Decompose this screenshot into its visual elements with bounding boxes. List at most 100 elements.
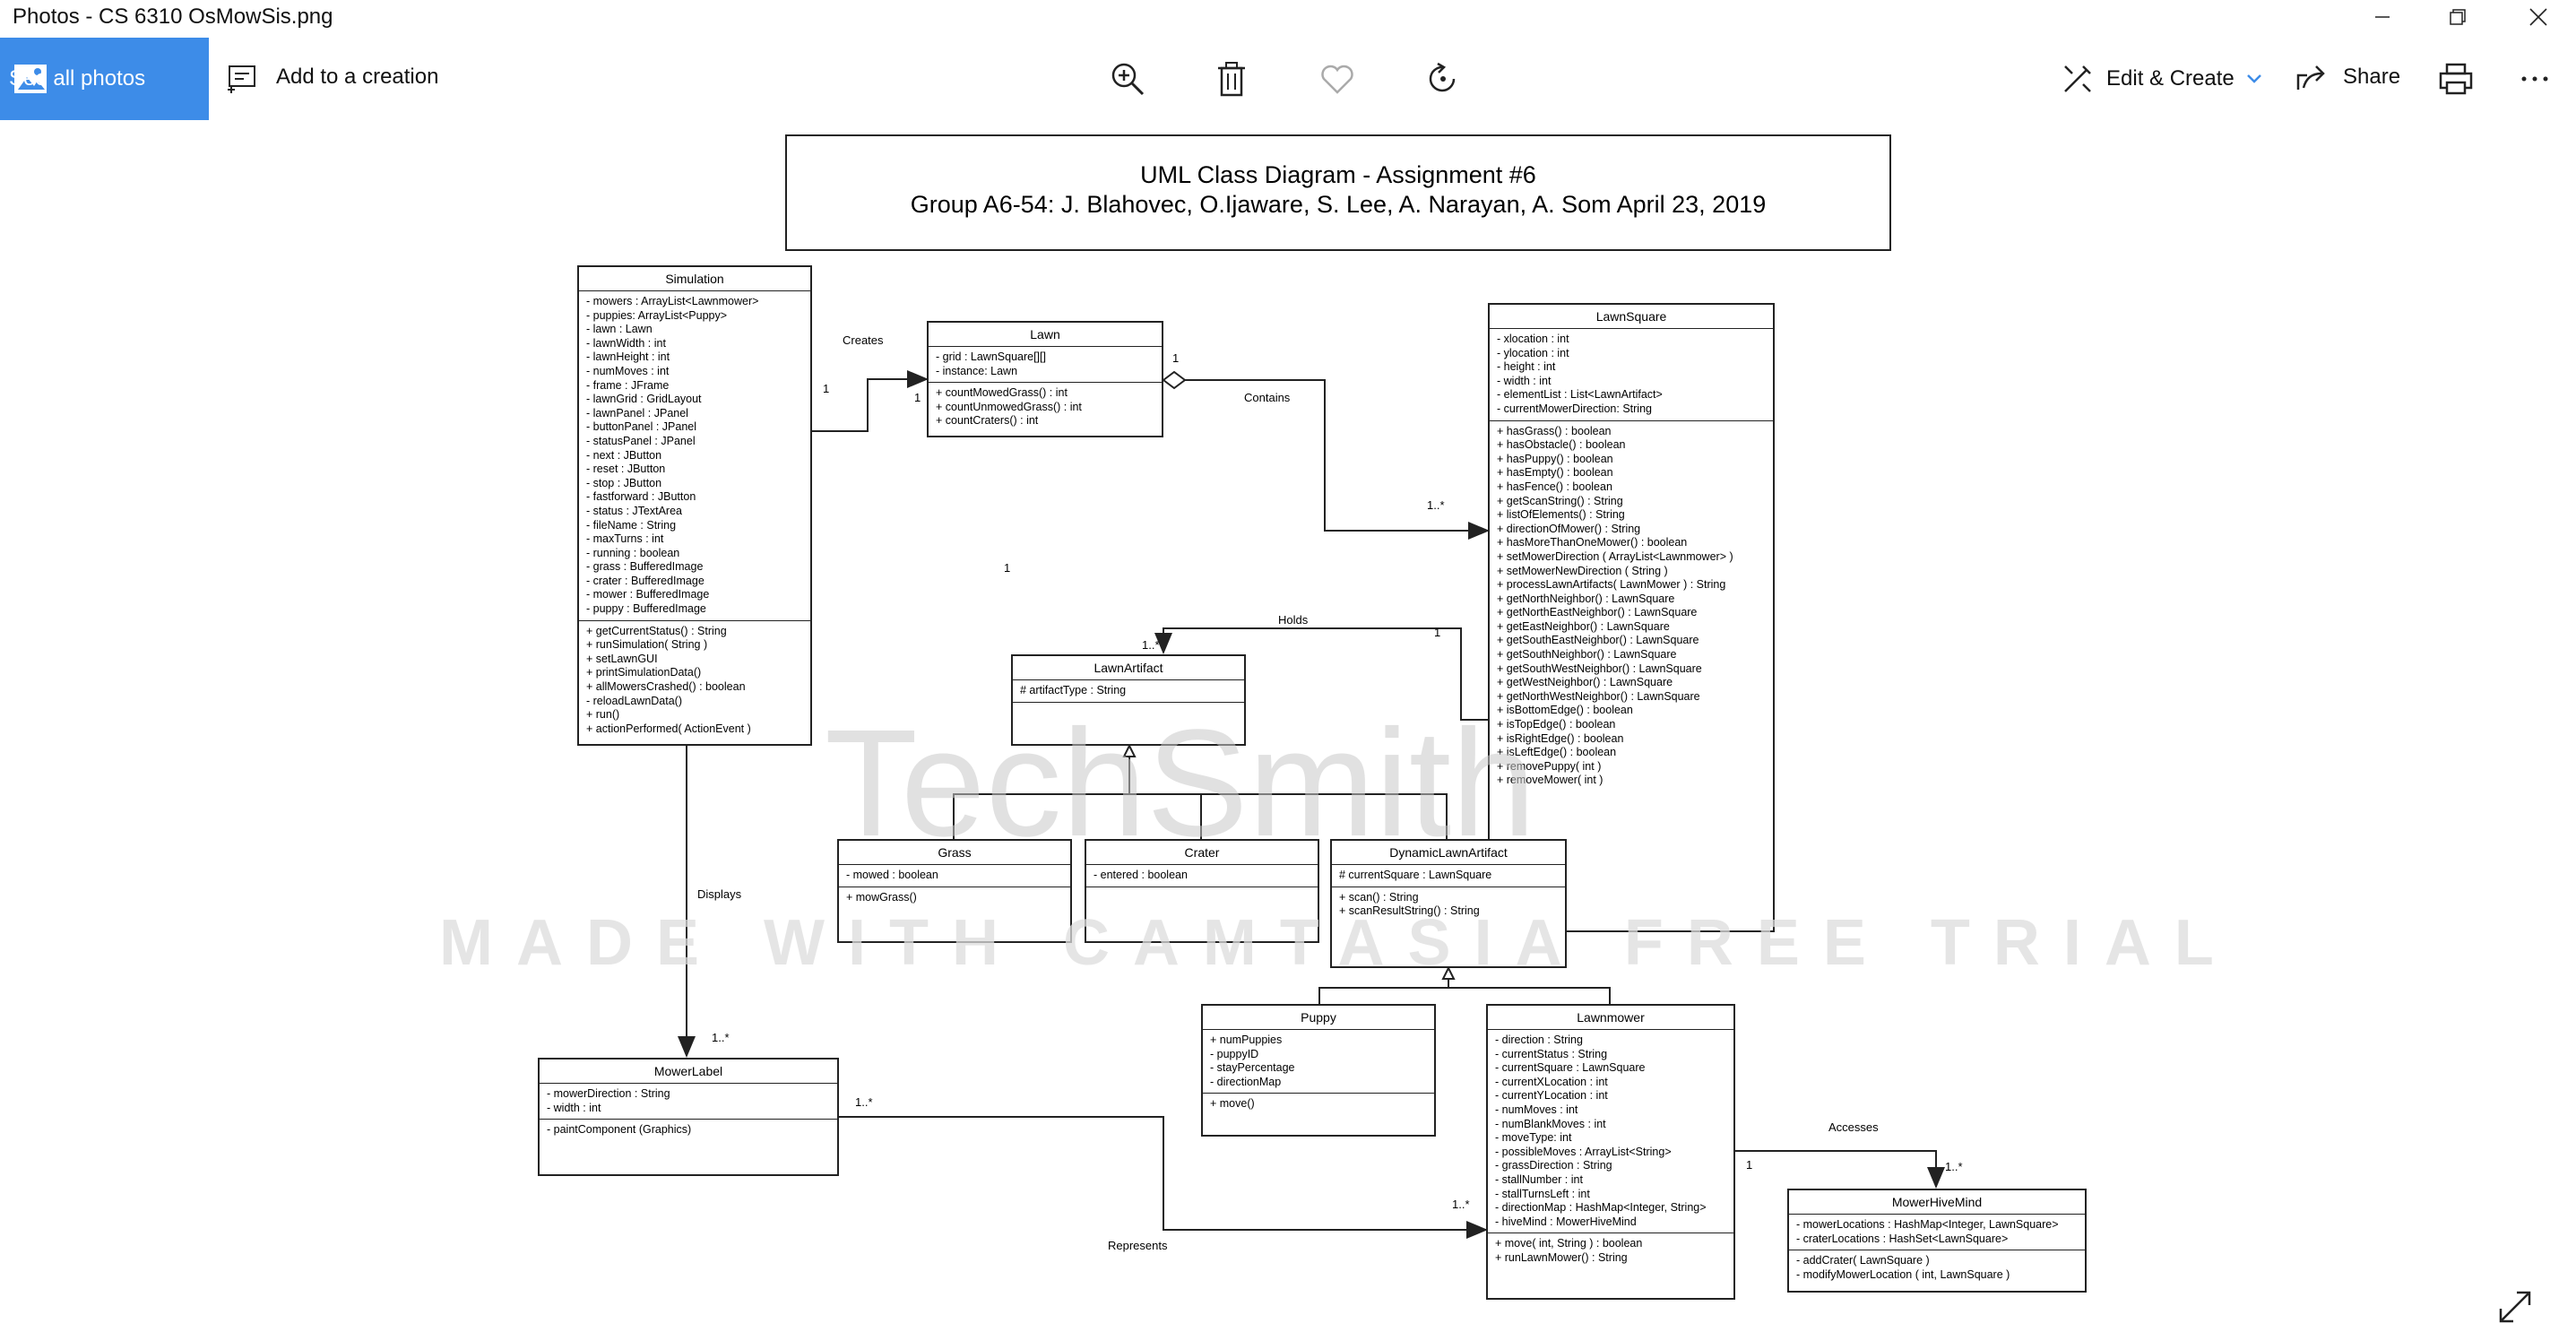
class-attributes: - grid : LawnSquare[][]- instance: Lawn [929,347,1162,384]
class-method: + allMowersCrashed() : boolean [586,680,746,694]
share-button[interactable]: Share [2295,61,2400,93]
photo-canvas[interactable]: UML Class Diagram - Assignment #6 Group … [0,122,2576,1332]
class-attribute: - mowerDirection : String [547,1087,670,1100]
class-method: + hasGrass() : boolean [1497,424,1612,437]
class-methods: + mowGrass() [839,887,1070,909]
class-methods: + move() [1203,1094,1434,1115]
class-attribute: - lawnHeight : int [586,350,670,364]
class-attribute: - frame : JFrame [586,378,670,392]
class-name: Lawn [929,323,1162,347]
class-attribute: - direction : String [1495,1034,1583,1046]
class-name: Lawnmower [1488,1006,1733,1030]
fullscreen-button[interactable] [2495,1287,2535,1327]
class-lawnmower: Lawnmower - direction : String- currentSt… [1486,1004,1735,1300]
class-method: + getSouthEastNeighbor() : LawnSquare [1497,634,1699,647]
edit-create-button[interactable]: Edit & Create [2060,61,2263,97]
more-icon [2521,76,2548,82]
add-to-creation-button[interactable]: Add to a creation [226,61,438,93]
class-methods: + countMowedGrass() : int+ countUnmowedG… [929,383,1162,432]
minimize-button[interactable] [2345,0,2420,34]
class-method: + removePuppy( int ) [1497,759,1602,773]
class-method: + getEastNeighbor() : LawnSquare [1497,619,1670,633]
class-method: + removeMower( int ) [1497,774,1604,787]
class-attribute: - stallNumber : int [1495,1172,1583,1186]
techsmith-watermark-logo: TechSmith [825,698,1536,869]
class-method: + listOfElements() : String [1497,508,1625,522]
class-method: + getWestNeighbor() : LawnSquare [1497,676,1673,689]
multiplicity: 1 [1746,1158,1753,1172]
class-attributes: - mowed : boolean [839,865,1070,887]
multiplicity: 1..* [855,1095,873,1109]
rotate-button[interactable] [1420,56,1466,102]
maximize-button[interactable] [2420,0,2495,34]
window-title: Photos - CS 6310 OsMowSis.png [13,4,333,29]
class-lawnartifact: LawnArtifact # artifactType : String [1011,654,1246,746]
class-attribute: - directionMap [1210,1075,1282,1088]
class-method: - modifyMowerLocation ( int, LawnSquare … [1796,1267,2010,1281]
class-mowerhivemind: MowerHiveMind- mowerLocations : HashMap<… [1787,1189,2087,1293]
class-attributes: - mowers : ArrayList<Lawnmower>- puppies… [579,291,810,621]
more-button[interactable] [2511,56,2558,102]
close-button[interactable] [2501,0,2576,34]
share-label: Share [2343,65,2401,89]
class-attribute: - stallTurnsLeft : int [1495,1187,1590,1200]
multiplicity: 1..* [712,1031,730,1044]
class-attribute: # artifactType : String [1020,684,1127,696]
class-attribute: - xlocation : int [1497,333,1569,345]
diagram-title: UML Class Diagram - Assignment #6 [1140,161,1536,188]
class-attribute: - currentSquare : LawnSquare [1495,1061,1646,1075]
class-attribute: - mowerLocations : HashMap<Integer, Lawn… [1796,1218,2059,1231]
class-method: + getNorthWestNeighbor() : LawnSquare [1497,689,1700,703]
class-grass: Grass - mowed : boolean + mowGrass() [837,839,1072,943]
chevron-down-icon [2246,74,2261,83]
favorite-icon [1321,65,1353,94]
class-methods: + scan() : String+ scanResultString() : … [1332,887,1565,922]
class-attribute: - mower : BufferedImage [586,588,710,601]
class-attribute: - possibleMoves : ArrayList<String> [1495,1145,1672,1158]
class-attribute: - ylocation : int [1497,346,1569,359]
class-attribute: - mowed : boolean [846,869,938,881]
holds-label: Holds [1278,613,1309,627]
class-method: + move( int, String ) : boolean [1495,1237,1643,1250]
class-method: + getSouthWestNeighbor() : LawnSquare [1497,662,1702,675]
class-attribute: - currentYLocation : int [1495,1089,1608,1103]
class-attribute: - lawn : Lawn [586,323,653,336]
class-attribute: - currentStatus : String [1495,1047,1608,1060]
class-attributes: - entered : boolean [1086,865,1318,887]
class-attribute: - running : boolean [586,546,680,559]
edit-create-icon [2064,65,2091,92]
displays-label: Displays [697,887,742,901]
class-name: LawnArtifact [1013,656,1244,680]
class-attribute: - puppy : BufferedImage [586,602,706,616]
class-method: + mowGrass() [846,890,917,904]
represents-label: Represents [1108,1239,1168,1252]
class-name: DynamicLawnArtifact [1332,841,1565,865]
class-name: Grass [839,841,1070,865]
class-methods: + hasGrass() : boolean+ hasObstacle() : … [1490,421,1773,791]
camtasia-watermark: MADE WITH CAMTASIA FREE TRIAL [439,907,2237,979]
class-attribute: - currentXLocation : int [1495,1075,1608,1088]
delete-button[interactable] [1208,56,1255,102]
print-button[interactable] [2433,56,2479,102]
class-attribute: # currentSquare : LawnSquare [1339,869,1492,881]
class-attribute: - puppies: ArrayList<Puppy> [586,308,728,322]
class-name: Puppy [1203,1006,1434,1030]
class-method: + scan() : String [1339,890,1419,904]
class-attribute: - puppyID [1210,1047,1259,1060]
class-method: + hasEmpty() : boolean [1497,466,1613,480]
title-bar: Photos - CS 6310 OsMowSis.png [0,0,2576,34]
delete-icon [1218,62,1245,97]
class-attribute: - craterLocations : HashSet<LawnSquare> [1796,1232,2009,1245]
class-method: + getNorthNeighbor() : LawnSquare [1497,592,1675,605]
class-attribute: - stayPercentage [1210,1061,1295,1075]
favorite-button[interactable] [1314,56,1361,102]
class-method: + printSimulationData() [586,666,702,679]
see-all-photos-button[interactable]: See all photos [0,38,209,120]
class-attribute: - next : JButton [586,448,662,462]
zoom-button[interactable] [1104,56,1151,102]
class-attributes: - mowerLocations : HashMap<Integer, Lawn… [1789,1215,2085,1251]
class-method: + getSouthNeighbor() : LawnSquare [1497,648,1677,662]
class-name: LawnSquare [1490,305,1773,329]
class-attribute: - grassDirection : String [1495,1159,1612,1172]
add-creation-icon [228,65,255,93]
